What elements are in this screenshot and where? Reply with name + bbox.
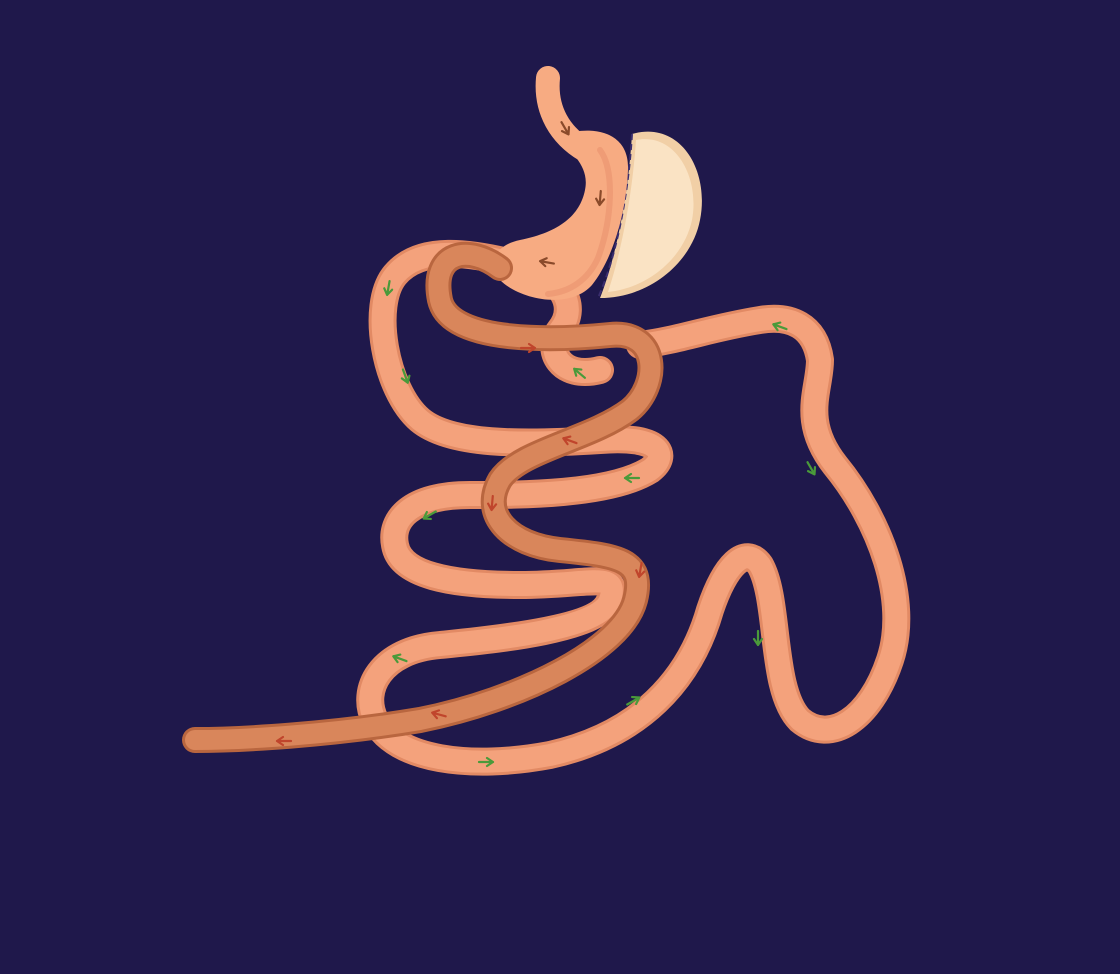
green-arrow	[623, 472, 641, 484]
green-arrow	[383, 280, 394, 297]
green-arrow	[422, 510, 437, 521]
red-arrow	[562, 435, 578, 446]
brown-arrow	[595, 189, 606, 207]
red-arrow	[431, 709, 447, 720]
green-arrow	[400, 368, 411, 384]
green-arrow	[392, 653, 408, 664]
red-arrow	[635, 562, 646, 579]
staple-line	[597, 133, 633, 299]
excluded-stomach	[597, 131, 702, 299]
green-arrow	[626, 695, 641, 706]
red-arrow	[487, 494, 498, 512]
flow-arrows	[275, 121, 817, 768]
stomach-pouch	[492, 66, 629, 300]
excluded-stomach-body	[608, 139, 694, 292]
roux-limb	[182, 241, 664, 753]
green-arrow	[806, 461, 817, 476]
green-arrow	[752, 629, 764, 647]
gastric-pouch-shade	[545, 147, 613, 297]
intestine-loop	[356, 239, 911, 776]
red-arrow	[519, 342, 537, 354]
brown-arrow	[538, 257, 555, 268]
intestine-body	[359, 242, 908, 773]
red-arrow	[275, 735, 293, 747]
gastric-pouch	[492, 130, 629, 300]
green-arrow	[772, 321, 788, 332]
brown-arrow	[560, 121, 571, 136]
roux-limb-body	[185, 244, 661, 750]
green-arrow	[573, 367, 586, 379]
green-arrow	[477, 756, 495, 768]
